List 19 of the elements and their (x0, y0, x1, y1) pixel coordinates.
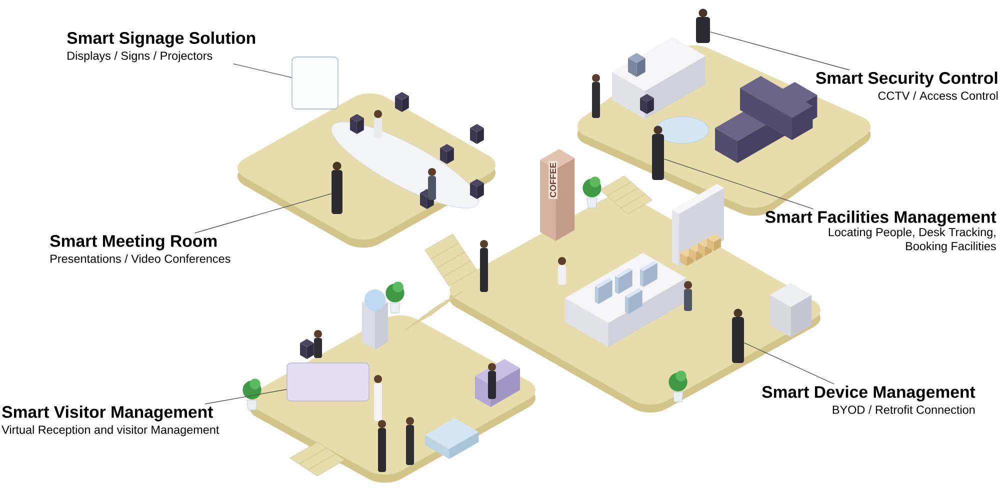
caption-text: Smart Meeting Room Presentations / Video Conferences (50, 234, 230, 263)
caption-text: Smart Visitor Management Virtual Reception and visitor Management (2, 406, 220, 436)
machine-label: COFFEE (548, 161, 558, 199)
leader-line (664, 158, 814, 210)
caption-text: Smart Signage Solution Displays / Signs / Projectors (67, 32, 256, 62)
whiteboard (292, 56, 338, 110)
reception-desk (286, 362, 370, 402)
caption-text: Smart Facilities Management Locating People, Desk Tracking, Booking Facilities (765, 210, 996, 253)
caption-text: Smart Security Control CCTV / Access Control (816, 72, 998, 100)
caption-text: Smart Device Management BYOD / Retrofit Connection (762, 386, 976, 414)
leader-line (710, 32, 850, 70)
walking-person (652, 126, 664, 180)
leader-line (744, 342, 834, 384)
leader-line (232, 63, 292, 78)
standing-person (732, 308, 744, 363)
leader-line (204, 389, 287, 404)
leader-line (194, 193, 332, 234)
seated-person (696, 8, 710, 43)
standing-person (332, 162, 342, 214)
